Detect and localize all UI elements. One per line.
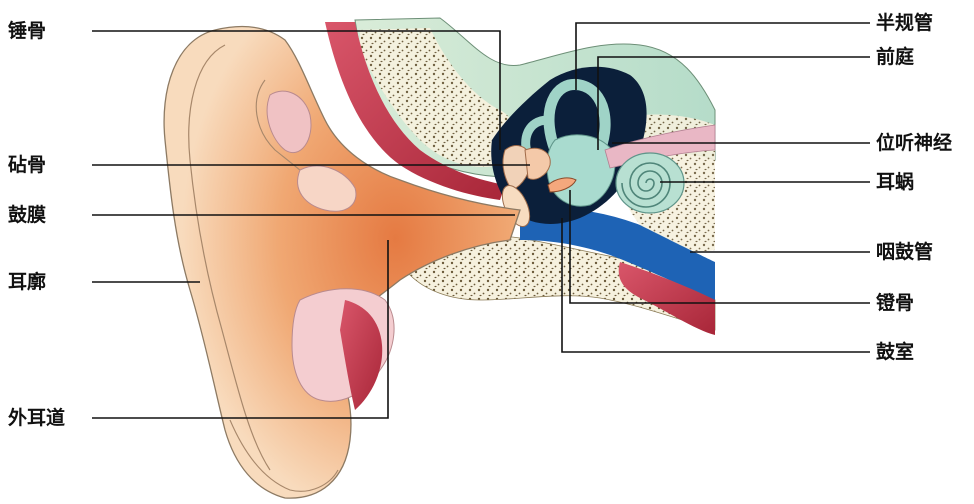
label-eustachian-tube: 咽鼓管: [876, 241, 933, 263]
label-malleus: 锤骨: [8, 20, 46, 42]
label-semicircular-canals: 半规管: [876, 12, 933, 34]
label-auricle: 耳廓: [8, 271, 46, 293]
leader-tympanic-cavity: [562, 218, 870, 352]
label-tympanic-cavity: 鼓室: [876, 341, 914, 363]
leader-ear-canal: [92, 240, 388, 418]
label-incus: 砧骨: [8, 154, 46, 176]
label-vestibule: 前庭: [876, 46, 914, 68]
leader-vestibule: [598, 57, 870, 150]
leader-malleus: [92, 31, 500, 150]
label-eardrum: 鼓膜: [8, 204, 46, 226]
label-ear-canal: 外耳道: [8, 407, 65, 429]
label-vestibulocochlear-nerve: 位听神经: [876, 132, 952, 154]
label-stapes: 镫骨: [876, 292, 914, 314]
leader-stapes: [570, 190, 870, 303]
label-cochlea: 耳蜗: [876, 171, 914, 193]
